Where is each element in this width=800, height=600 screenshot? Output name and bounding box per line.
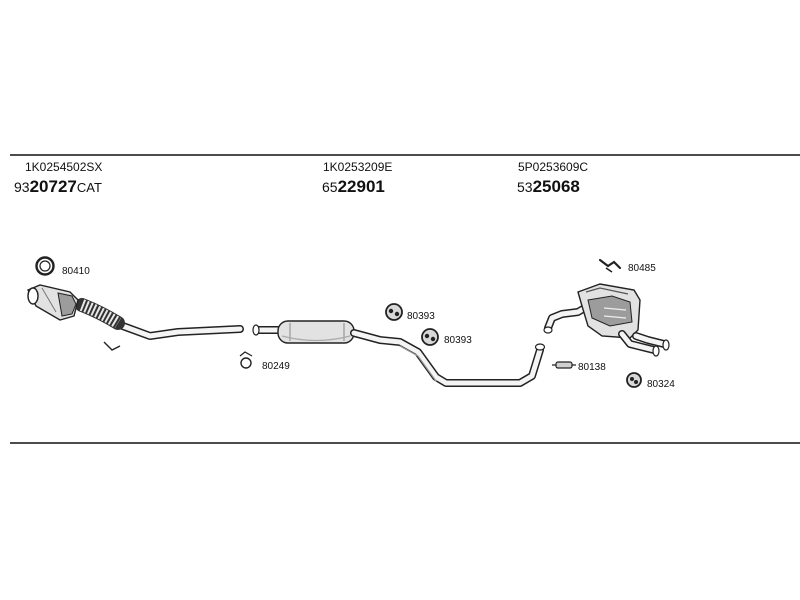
clamp-80249: 80249 — [239, 351, 290, 372]
order-code-2-prefix: 65 — [322, 179, 338, 195]
centre-silencer — [277, 320, 355, 344]
part-number-2: 1K0253209E — [323, 160, 392, 174]
order-code-2: 6522901 — [322, 177, 385, 196]
hanger-80324-label: 80324 — [647, 379, 675, 390]
rubber-hanger-icon — [385, 303, 403, 321]
middle-pipe-assembly — [252, 320, 546, 387]
order-code-3-main: 25068 — [533, 177, 580, 196]
pipe-clamp-icon — [239, 351, 253, 369]
front-pipe-assembly — [27, 284, 244, 351]
hanger-80393-b-label: 80393 — [444, 335, 472, 346]
gasket-80410-label: 80410 — [62, 266, 90, 277]
clamp-80249-label: 80249 — [262, 361, 290, 372]
gasket-80410: 80410 — [35, 256, 90, 277]
part-header-1: 1K0254502SX 9320727CAT — [14, 160, 102, 196]
bracket-80485-label: 80485 — [628, 263, 656, 274]
order-code-2-main: 22901 — [338, 177, 385, 196]
clamp-80138: 80138 — [552, 361, 606, 373]
bracket-80485: 80485 — [598, 258, 656, 274]
part-header-2: 1K0253209E 6522901 — [322, 160, 392, 196]
part-number-1: 1K0254502SX — [25, 160, 102, 174]
catalytic-converter — [27, 284, 79, 321]
order-code-3: 5325068 — [517, 177, 580, 196]
ring-gasket-icon — [35, 256, 55, 276]
pipe-clamp-icon — [552, 361, 576, 369]
hanger-80393-a-label: 80393 — [407, 311, 435, 322]
clamp-80138-label: 80138 — [578, 362, 606, 373]
hanger-80393-a: 80393 — [385, 303, 435, 322]
part-header-3: 5P0253609C 5325068 — [517, 160, 588, 196]
order-code-1: 9320727CAT — [14, 177, 102, 196]
order-code-1-prefix: 93 — [14, 179, 30, 195]
rubber-hanger-icon — [421, 328, 439, 346]
rear-silencer — [577, 283, 641, 339]
hanger-80393-b: 80393 — [421, 328, 472, 346]
bracket-icon — [598, 258, 622, 273]
order-code-3-prefix: 53 — [517, 179, 533, 195]
part-number-3: 5P0253609C — [518, 160, 588, 174]
hanger-80324: 80324 — [626, 372, 675, 390]
order-code-1-suffix: CAT — [77, 180, 102, 195]
rear-silencer-assembly — [543, 283, 670, 357]
rubber-hanger-icon — [626, 372, 642, 388]
order-code-1-main: 20727 — [30, 177, 77, 196]
